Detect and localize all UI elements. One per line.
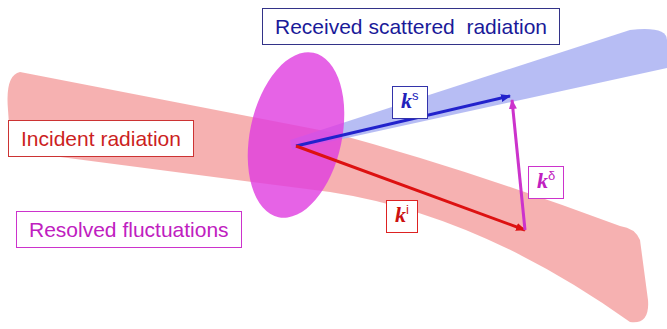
vector-label: kδ	[528, 166, 564, 199]
label-text: Received scattered radiation	[275, 15, 547, 38]
scattered-beam	[290, 29, 667, 150]
fluctuation-wavevector	[512, 100, 525, 230]
label-box: Resolved fluctuations	[16, 211, 242, 248]
vector-index: δ	[548, 168, 555, 183]
vector-symbol: k	[401, 88, 412, 113]
vector-label: ki	[386, 200, 418, 233]
label-text: Incident radiation	[21, 127, 181, 150]
label-box: Received scattered radiation	[262, 8, 560, 45]
vector-label: ks	[392, 86, 428, 119]
vector-symbol: k	[395, 202, 406, 227]
label-text: Resolved fluctuations	[29, 218, 229, 241]
vector-index: s	[412, 88, 419, 103]
label-box: Incident radiation	[8, 120, 194, 157]
vector-index: i	[406, 202, 409, 217]
vector-symbol: k	[537, 168, 548, 193]
